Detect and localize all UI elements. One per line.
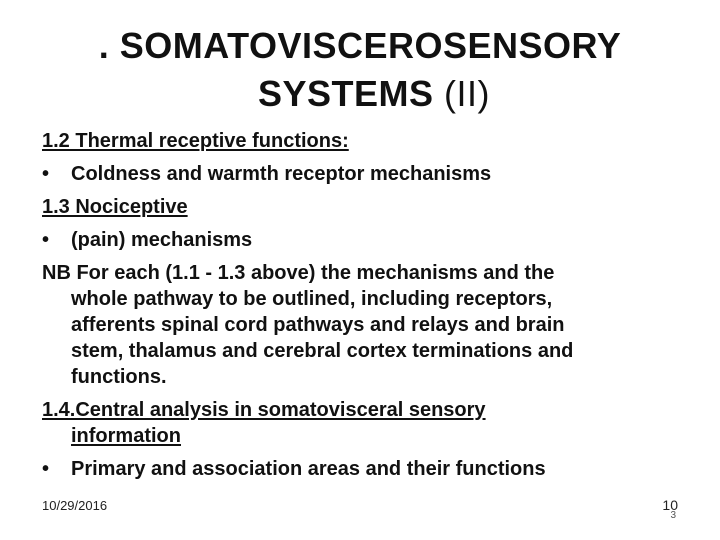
heading-thermal: 1.2 Thermal receptive functions: [42, 128, 692, 154]
heading-nociceptive: 1.3 Nociceptive [42, 194, 692, 220]
heading-central-analysis: 1.4.Central analysis in somatovisceral s… [42, 397, 692, 449]
nb-line-1-text: For each (1.1 - 1.3 above) the mechanism… [70, 262, 555, 284]
heading-nociceptive-text: 1.3 Nociceptive [42, 196, 188, 218]
footer-sub-number: 3 [670, 510, 676, 521]
heading-central-analysis-line-1-text: 1.4.Central analysis in somatovisceral s… [42, 399, 486, 421]
nb-paragraph: NB For each (1.1 - 1.3 above) the mechan… [42, 260, 692, 390]
bullet-item-primary-areas-text: Primary and association areas and their … [71, 458, 546, 480]
slide-body: 1.2 Thermal receptive functions: • Coldn… [42, 128, 692, 482]
nb-line-2: whole pathway to be outlined, including … [71, 288, 553, 310]
bullet-icon: • [42, 229, 50, 251]
bullet-item-pain-text: (pain) mechanisms [71, 229, 253, 251]
title-line-2: SYSTEMS (II) [40, 70, 680, 118]
title-line-1: . SOMATOVISCEROSENSORY [98, 25, 622, 66]
heading-central-analysis-line-2: information [42, 423, 692, 449]
title-line-2-bold: SYSTEMS [257, 73, 434, 114]
title-line-2-light: (II) [433, 73, 491, 114]
bullet-item-coldness-text: Coldness and warmth receptor mechanisms [71, 163, 492, 185]
bullet-item-primary-areas: • Primary and association areas and thei… [42, 456, 692, 482]
bullet-item-coldness: • Coldness and warmth receptor mechanism… [42, 161, 692, 187]
heading-central-analysis-line-1: 1.4.Central analysis in somatovisceral s… [42, 397, 692, 423]
nb-line-3: afferents spinal cord pathways and relay… [71, 314, 565, 336]
bullet-icon: • [42, 163, 50, 185]
slide-title: . SOMATOVISCEROSENSORY SYSTEMS (II) [40, 22, 680, 118]
nb-line-4: stem, thalamus and cerebral cortex termi… [71, 340, 574, 362]
nb-line-5: functions. [71, 366, 167, 388]
nb-line-1: NB For each (1.1 - 1.3 above) the mechan… [42, 260, 692, 286]
nb-tag: NB [42, 262, 71, 284]
bullet-item-pain: • (pain) mechanisms [42, 227, 692, 253]
bullet-icon: • [42, 458, 50, 480]
footer-date: 10/29/2016 [42, 498, 108, 513]
heading-central-analysis-line-2-text: information [71, 425, 181, 447]
footer-page-number: 10 [662, 497, 678, 513]
heading-thermal-text: 1.2 Thermal receptive functions: [42, 130, 349, 152]
